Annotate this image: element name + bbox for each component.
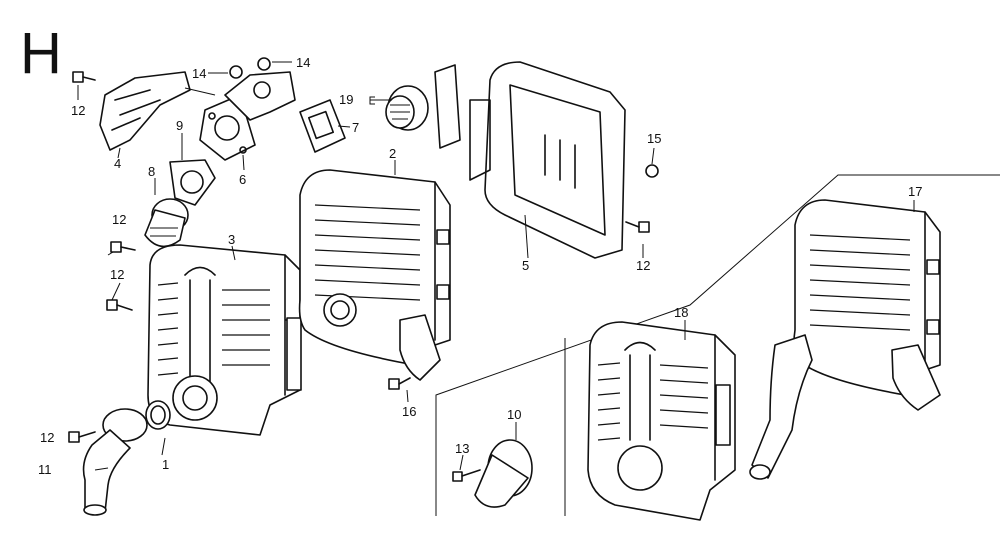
part-9-gasket — [169, 159, 216, 206]
bolt-12d — [68, 431, 96, 443]
callout-12e: 12 — [636, 258, 650, 273]
callout-labels: 1 2 3 4 5 6 7 8 9 10 11 12 12 12 12 12 1… — [38, 55, 922, 477]
muffler-louvers — [157, 266, 270, 391]
part-2-muffler-cover — [298, 169, 451, 381]
callout-17: 17 — [908, 184, 922, 199]
part-19-spark-arrester — [385, 64, 461, 149]
part-7-gasket — [299, 99, 346, 153]
nut-15 — [645, 164, 659, 178]
cover-louvers — [314, 204, 421, 301]
callout-13: 13 — [455, 441, 469, 456]
callout-1: 1 — [162, 457, 169, 472]
callout-7: 7 — [352, 120, 359, 135]
part-10-deflector — [474, 439, 533, 508]
callout-12c: 12 — [110, 267, 124, 282]
part-18-alternate-muffler — [587, 321, 736, 521]
callout-11: 11 — [38, 462, 52, 477]
callout-14a: 14 — [192, 66, 206, 81]
callout-4: 4 — [114, 156, 121, 171]
bolt-13 — [452, 469, 481, 482]
callout-6: 6 — [239, 172, 246, 187]
part-5-protector-frame — [469, 61, 626, 259]
callout-12b: 12 — [112, 212, 126, 227]
alt-cover-louvers — [809, 234, 911, 331]
callout-15: 15 — [647, 131, 661, 146]
nut-14a — [229, 65, 243, 79]
part-3-muffler — [147, 244, 302, 436]
callout-16: 16 — [402, 404, 416, 419]
part-17-alternate-cover — [749, 199, 941, 480]
part-11-exhaust-pipe — [82, 408, 148, 516]
callout-12a: 12 — [71, 103, 85, 118]
callout-14b: 14 — [296, 55, 310, 70]
nut-14b — [257, 57, 271, 71]
bolt-12b — [110, 241, 136, 253]
bolt-12e — [625, 221, 650, 233]
callout-12d: 12 — [40, 430, 54, 445]
callout-5: 5 — [522, 258, 529, 273]
part-8-spark-arrester — [144, 198, 189, 248]
callout-2: 2 — [389, 146, 396, 161]
bolt-16 — [388, 377, 411, 390]
callout-9: 9 — [176, 118, 183, 133]
callout-3: 3 — [228, 232, 235, 247]
part-4-heat-shield — [99, 71, 216, 151]
bolt-12a — [72, 71, 96, 83]
callout-10: 10 — [507, 407, 521, 422]
callout-8: 8 — [148, 164, 155, 179]
alternate-section-divider — [435, 174, 1000, 516]
callout-18: 18 — [674, 305, 688, 320]
callout-19: 19 — [339, 92, 353, 107]
part-1-gasket-ring — [145, 400, 171, 430]
section-letter: H — [20, 21, 62, 86]
alt-muffler-louvers — [597, 341, 709, 441]
bolt-12c — [106, 299, 133, 311]
leader-lines — [77, 61, 915, 471]
part-6-exhaust-flange — [199, 71, 296, 161]
